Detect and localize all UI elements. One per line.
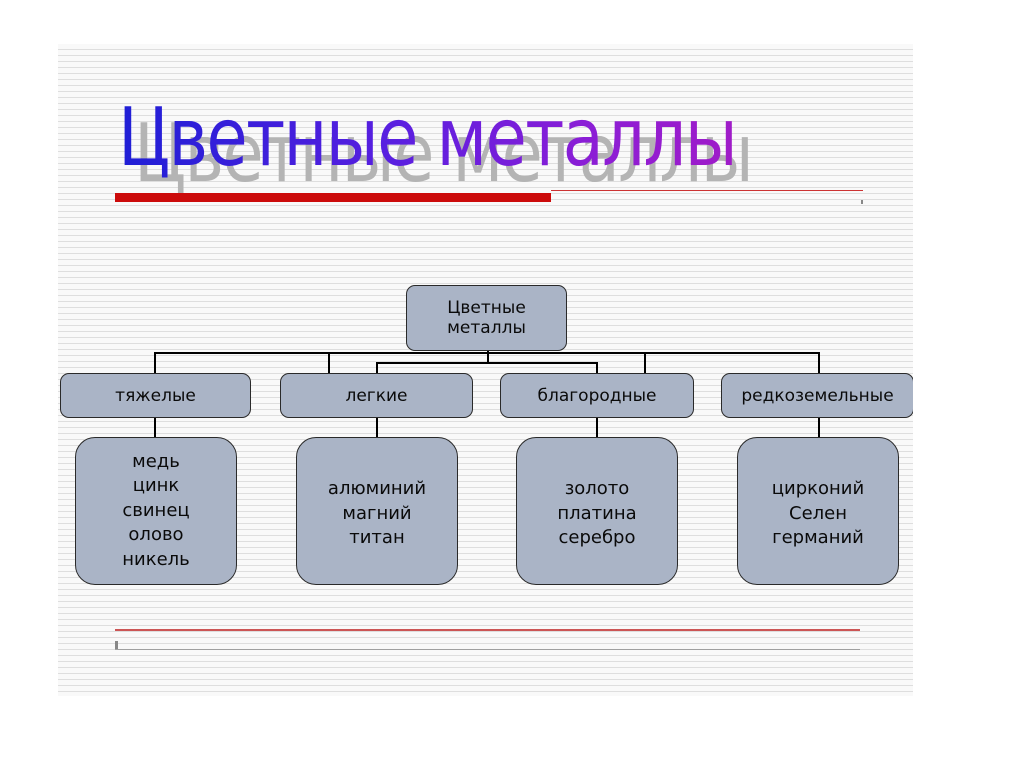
bottom-rule bbox=[115, 629, 860, 631]
title-underline-thin bbox=[551, 190, 863, 191]
connector bbox=[154, 352, 156, 374]
connector bbox=[596, 417, 598, 439]
connector bbox=[376, 417, 378, 439]
members-node-light: алюминий магний титан bbox=[296, 437, 458, 585]
connector bbox=[644, 352, 646, 374]
connector bbox=[818, 352, 820, 374]
connector bbox=[596, 362, 598, 374]
decor-mark bbox=[861, 200, 863, 204]
bottom-rule-grey bbox=[115, 649, 860, 650]
category-node-light: легкие bbox=[280, 373, 473, 418]
members-node-heavy: медь цинк свинец олово никель bbox=[75, 437, 237, 585]
connector bbox=[487, 350, 489, 364]
category-node-noble: благородные bbox=[500, 373, 694, 418]
slide: Цветные металлы Цветные металлы Цветные … bbox=[58, 44, 913, 696]
connector bbox=[154, 352, 330, 354]
connector bbox=[644, 352, 820, 354]
title-text: Цветные металлы bbox=[118, 91, 738, 184]
category-node-rare-earth: редкоземельные bbox=[721, 373, 913, 418]
title-underline-thick bbox=[115, 193, 551, 202]
connector bbox=[818, 417, 820, 439]
members-node-noble: золото платина серебро bbox=[516, 437, 678, 585]
members-node-rare-earth: цирконий Селен германий bbox=[737, 437, 899, 585]
title-shadow: Цветные металлы bbox=[134, 106, 754, 202]
category-node-heavy: тяжелые bbox=[60, 373, 251, 418]
connector bbox=[328, 352, 330, 374]
connector bbox=[154, 417, 156, 439]
slide-title: Цветные металлы Цветные металлы bbox=[118, 90, 878, 200]
connector bbox=[376, 362, 378, 374]
connector bbox=[328, 352, 646, 354]
root-node: Цветные металлы bbox=[406, 285, 567, 351]
decor-mark bbox=[115, 641, 118, 649]
